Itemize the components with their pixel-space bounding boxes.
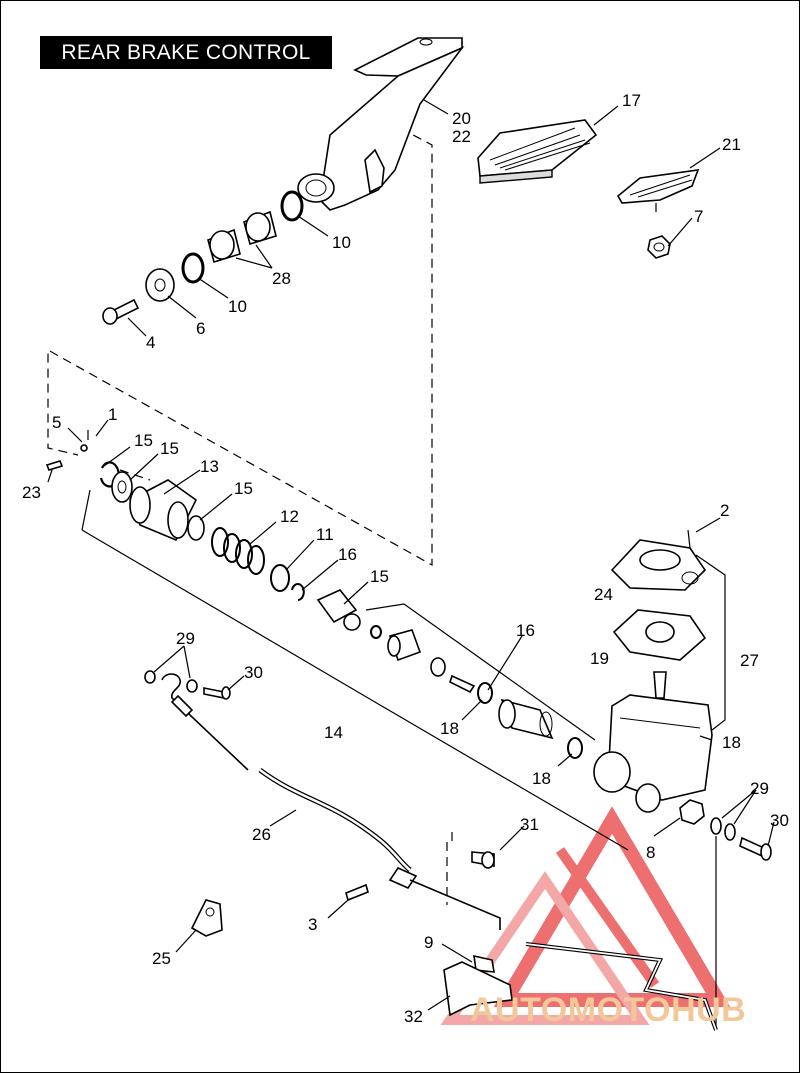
callout-30-left: 30 xyxy=(244,663,263,682)
o-ring-upper xyxy=(280,190,304,222)
mount-hardware-right xyxy=(679,799,772,1030)
callout-1: 1 xyxy=(108,405,117,424)
group-bracket-lines xyxy=(81,489,629,851)
master-cylinder-internals xyxy=(99,461,361,631)
reservoir xyxy=(593,529,713,813)
washer xyxy=(145,268,175,302)
callout-18-a: 18 xyxy=(440,719,459,738)
callout-13: 13 xyxy=(200,457,219,476)
callout-6: 6 xyxy=(196,319,205,338)
bracket-27 xyxy=(695,554,726,731)
callout-3: 3 xyxy=(308,915,317,934)
callout-26: 26 xyxy=(252,825,271,844)
callout-21: 21 xyxy=(722,135,741,154)
screw-3 xyxy=(345,883,369,902)
callout-4: 4 xyxy=(146,333,155,352)
callout-24: 24 xyxy=(594,585,613,604)
brake-switch xyxy=(471,851,495,869)
callout-2: 2 xyxy=(720,501,729,520)
callout-31: 31 xyxy=(520,815,539,834)
callout-10-lower: 10 xyxy=(228,297,247,316)
callout-16-b: 16 xyxy=(516,621,535,640)
callout-30-right: 30 xyxy=(770,811,789,830)
callout-5: 5 xyxy=(52,413,61,432)
callout-23: 23 xyxy=(22,483,41,502)
callout-28: 28 xyxy=(272,269,291,288)
callout-16-a: 16 xyxy=(338,545,357,564)
mount-hardware-left xyxy=(144,670,231,700)
callout-15-a: 15 xyxy=(134,431,153,450)
callout-20: 20 xyxy=(452,109,471,128)
callout-11: 11 xyxy=(316,525,334,544)
callout-10-upper: 10 xyxy=(332,233,351,252)
callout-17: 17 xyxy=(622,91,641,110)
shifter-pad xyxy=(616,169,700,212)
callout-18-b: 18 xyxy=(722,733,741,752)
callout-27: 27 xyxy=(740,651,759,670)
line-clip xyxy=(190,899,223,937)
callout-8: 8 xyxy=(646,843,655,862)
rod-and-bracket xyxy=(443,942,718,1031)
callout-9: 9 xyxy=(424,933,433,952)
callout-numbers: 20 22 17 21 7 10 28 10 4 6 1 5 15 15 13 … xyxy=(22,91,789,1026)
callout-7: 7 xyxy=(694,207,703,226)
callout-14: 14 xyxy=(324,723,343,742)
callout-29-right: 29 xyxy=(750,779,769,798)
pivot-bolt xyxy=(102,298,140,325)
callout-22: 22 xyxy=(452,127,471,146)
callout-19: 19 xyxy=(590,649,609,668)
o-ring-lower xyxy=(181,252,205,284)
callout-15-b: 15 xyxy=(160,439,179,458)
brake-lever xyxy=(297,37,465,211)
callout-29-left: 29 xyxy=(176,629,195,648)
piston-assembly xyxy=(370,625,583,759)
callout-15-d: 15 xyxy=(370,567,389,586)
diagram-title: REAR BRAKE CONTROL xyxy=(40,36,332,69)
leader-lines xyxy=(47,99,775,1011)
brake-line xyxy=(161,673,501,930)
callout-15-c: 15 xyxy=(234,479,253,498)
bushings xyxy=(207,210,277,264)
small-pin-parts xyxy=(45,430,89,471)
callout-12: 12 xyxy=(280,507,299,526)
pedal-pad xyxy=(477,119,598,184)
nut xyxy=(647,235,671,259)
callout-18-c: 18 xyxy=(532,769,551,788)
callout-25: 25 xyxy=(152,949,171,968)
watermark-text: AUTOMOTOHUB xyxy=(470,991,747,1029)
callout-32: 32 xyxy=(404,1007,423,1026)
